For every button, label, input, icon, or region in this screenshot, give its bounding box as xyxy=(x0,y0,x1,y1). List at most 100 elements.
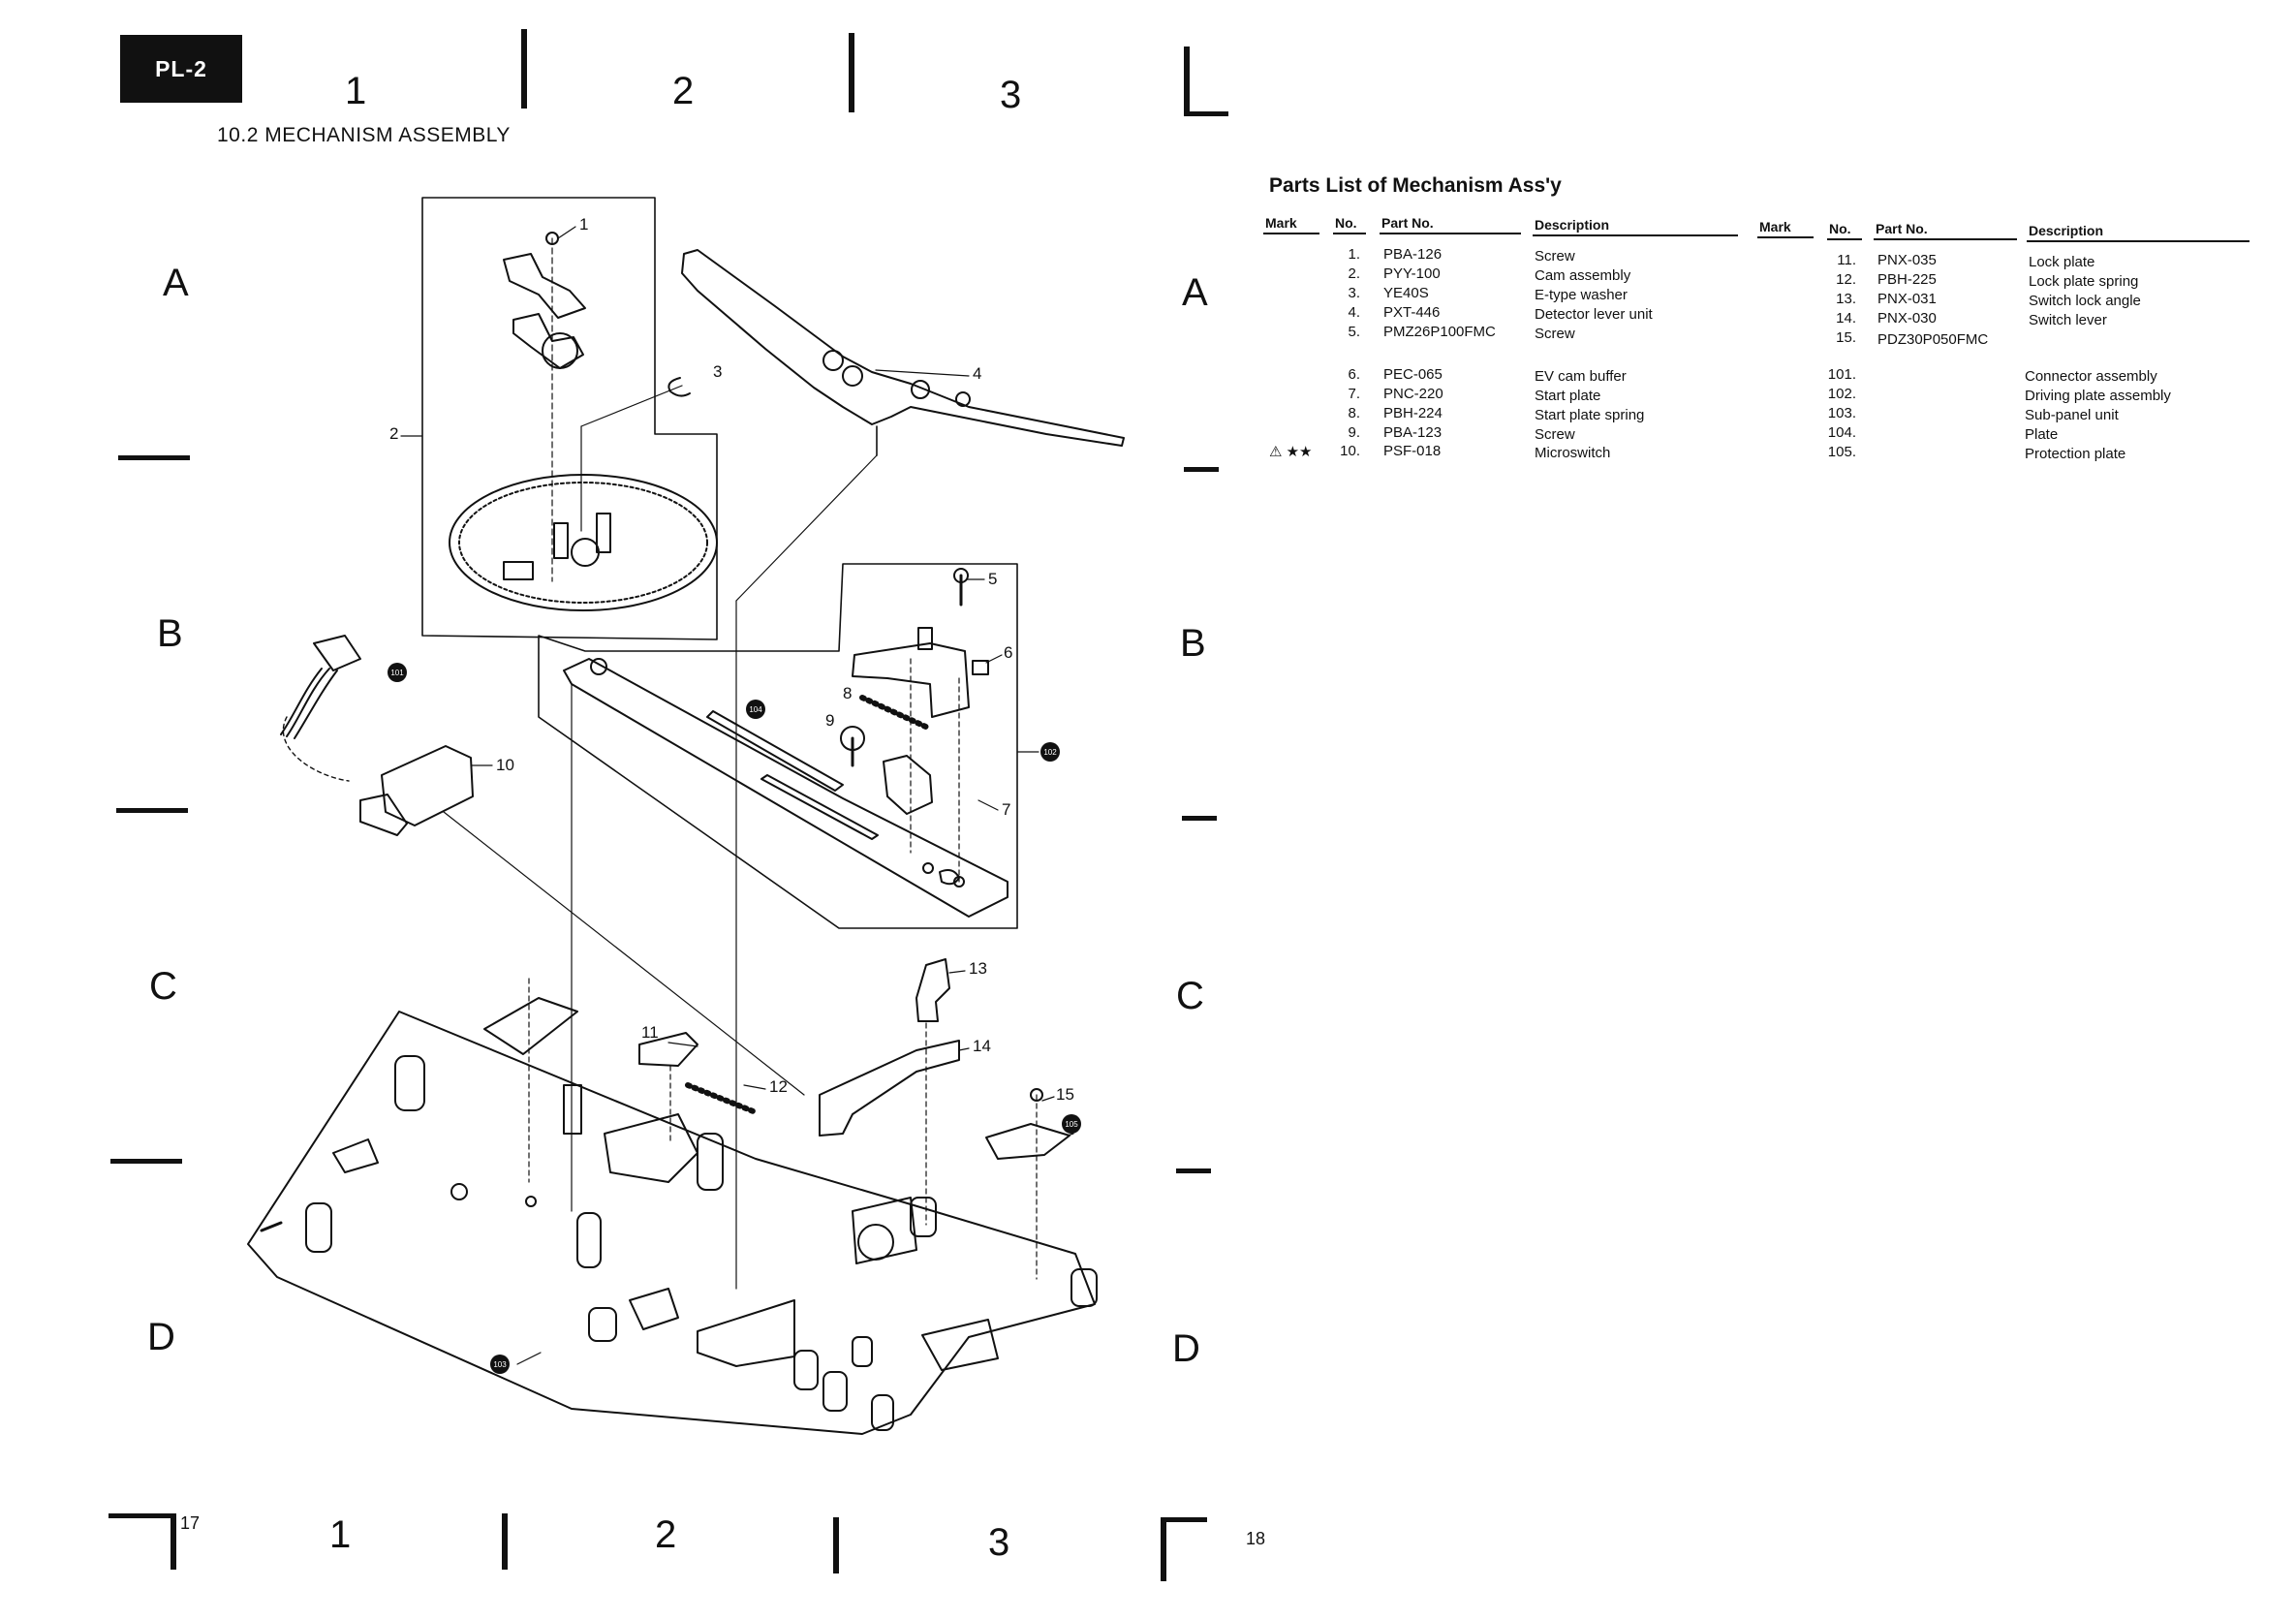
row-no: 1. xyxy=(1348,246,1360,263)
callout-105: 105 xyxy=(1062,1114,1081,1134)
row-description: E-type washer xyxy=(1535,287,1628,303)
header-description-2: Description xyxy=(2029,223,2104,238)
row-part-no: PBA-126 xyxy=(1383,246,1443,263)
page-number-left: 17 xyxy=(180,1513,201,1533)
corner-mark xyxy=(171,1513,176,1570)
row-part-no: PBH-225 xyxy=(1877,271,1937,288)
header-rule xyxy=(1263,233,1319,234)
row-label-left-c: C xyxy=(149,965,177,1008)
row-description: Cam assembly xyxy=(1535,267,1631,284)
row-divider xyxy=(1182,816,1217,821)
row-description: Switch lever xyxy=(2029,312,2107,328)
row-part-no: PSF-018 xyxy=(1383,443,1442,459)
row-no: 2. xyxy=(1348,265,1360,282)
row-no: 104. xyxy=(1827,424,1856,441)
grid-divider xyxy=(521,29,527,109)
callout-2: 2 xyxy=(389,424,399,443)
header-rule xyxy=(1827,238,1862,240)
row-label-left-a: A xyxy=(163,262,189,304)
corner-mark xyxy=(109,1513,174,1518)
row-part-no: PYY-100 xyxy=(1383,265,1441,282)
row-description: Protection plate xyxy=(2025,446,2126,462)
row-description: Driving plate assembly xyxy=(2025,388,2171,404)
section-title: 10.2 MECHANISM ASSEMBLY xyxy=(217,124,511,146)
row-description: Screw xyxy=(1535,248,1575,265)
callout-9: 9 xyxy=(825,711,835,730)
callout-15: 15 xyxy=(1056,1085,1074,1104)
column-label-bottom-3: 3 xyxy=(988,1521,1010,1564)
row-description: Start plate xyxy=(1535,388,1601,404)
header-rule xyxy=(1533,234,1738,236)
row-divider xyxy=(118,455,190,460)
row-part-no: PBH-224 xyxy=(1383,405,1443,421)
row-divider xyxy=(1184,467,1219,472)
row-no: 5. xyxy=(1348,324,1360,340)
row-no: 101. xyxy=(1827,366,1856,383)
header-part-no: Part No. xyxy=(1381,215,1434,231)
header-rule xyxy=(1874,238,2017,240)
row-description: Switch lock angle xyxy=(2029,293,2141,309)
grid-divider xyxy=(502,1513,508,1570)
row-no: 9. xyxy=(1348,424,1360,441)
callout-8: 8 xyxy=(843,684,853,702)
callout-13: 13 xyxy=(969,959,987,978)
row-no: 15. xyxy=(1836,329,1856,346)
row-no: 8. xyxy=(1348,405,1360,421)
header-no: No. xyxy=(1335,215,1357,231)
header-no-2: No. xyxy=(1829,221,1851,236)
callout-6: 6 xyxy=(1004,643,1013,662)
corner-mark xyxy=(1184,111,1228,116)
column-label-bottom-1: 1 xyxy=(329,1513,352,1556)
callout-101: 101 xyxy=(388,663,407,682)
callout-10: 10 xyxy=(496,756,514,774)
row-no: 102. xyxy=(1827,386,1856,402)
corner-mark xyxy=(1161,1517,1166,1581)
header-mark: Mark xyxy=(1265,215,1297,231)
grid-divider xyxy=(849,33,854,112)
row-label-left-b: B xyxy=(157,612,183,655)
row-no: 11. xyxy=(1837,252,1856,268)
corner-mark xyxy=(1184,47,1190,116)
header-rule xyxy=(1333,233,1366,234)
callout-104: 104 xyxy=(746,700,765,719)
grid-divider xyxy=(833,1517,839,1573)
row-part-no: PNC-220 xyxy=(1383,386,1443,402)
row-no: 4. xyxy=(1348,304,1360,321)
row-no: 13. xyxy=(1836,291,1856,307)
row-description: Sub-panel unit xyxy=(2025,407,2119,423)
parts-list-title: Parts List of Mechanism Ass'y xyxy=(1269,174,1562,197)
row-part-no: PEC-065 xyxy=(1383,366,1443,383)
callout-3: 3 xyxy=(713,362,723,381)
row-description: EV cam buffer xyxy=(1535,368,1627,385)
header-rule xyxy=(1757,236,1814,238)
callout-5: 5 xyxy=(988,570,998,588)
header-description: Description xyxy=(1535,217,1610,233)
page-number-right: 18 xyxy=(1246,1529,1266,1548)
callout-103: 103 xyxy=(490,1355,510,1374)
row-no: 105. xyxy=(1827,444,1856,460)
row-part-no: PDZ30P050FMC xyxy=(1877,331,1989,348)
row-description: Lock plate spring xyxy=(2029,273,2139,290)
callout-7: 7 xyxy=(1002,800,1011,819)
callout-12: 12 xyxy=(769,1077,788,1096)
row-label-right-b: B xyxy=(1180,622,1206,665)
model-badge: PL-2 xyxy=(120,35,242,103)
row-part-no: PXT-446 xyxy=(1383,304,1441,321)
row-description: Screw xyxy=(1535,426,1575,443)
row-description: Microswitch xyxy=(1535,445,1611,461)
row-description: Connector assembly xyxy=(2025,368,2157,385)
row-divider xyxy=(1176,1168,1211,1173)
row-no: 14. xyxy=(1836,310,1856,327)
row-part-no: PNX-031 xyxy=(1877,291,1937,307)
callout-1: 1 xyxy=(579,215,589,234)
header-rule xyxy=(2027,240,2249,242)
row-divider xyxy=(116,808,188,813)
column-label-top-2: 2 xyxy=(672,70,695,112)
column-label-top-3: 3 xyxy=(1000,74,1022,116)
row-no: 3. xyxy=(1348,285,1360,301)
row-description: Plate xyxy=(2025,426,2059,443)
header-part-no-2: Part No. xyxy=(1876,221,1928,236)
row-description: Lock plate xyxy=(2029,254,2095,270)
row-no: 103. xyxy=(1827,405,1856,421)
row-part-no: PNX-035 xyxy=(1877,252,1937,268)
